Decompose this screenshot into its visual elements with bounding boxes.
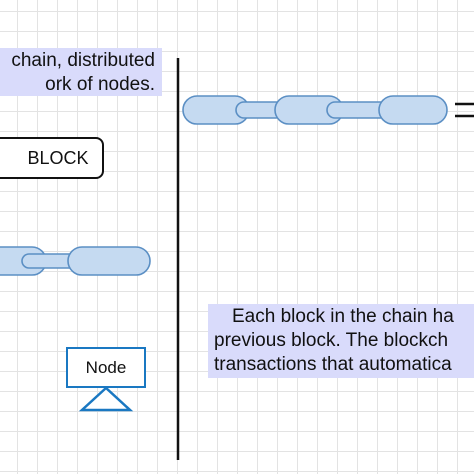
note-bottom-line-2: previous block. The blockch: [214, 330, 449, 351]
note-top-text-box[interactable]: chain, distributed ork of nodes.: [0, 48, 162, 96]
chain-link: [67, 246, 151, 276]
chain-left[interactable]: [0, 246, 151, 276]
chain-link: [378, 95, 448, 125]
note-top-line-2: ork of nodes.: [45, 74, 155, 95]
node-shape[interactable]: Node: [66, 347, 146, 388]
note-bottom-line-1: Each block in the chain ha: [232, 306, 454, 327]
chain-top[interactable]: [182, 95, 448, 125]
note-bottom-text-box[interactable]: Each block in the chain ha previous bloc…: [208, 304, 474, 378]
block-shape[interactable]: BLOCK: [0, 137, 104, 179]
note-top-line-1: chain, distributed: [11, 50, 155, 71]
block-label: BLOCK: [27, 147, 89, 168]
node-triangle-icon: [78, 386, 134, 412]
node-label: Node: [85, 357, 127, 377]
equals-icon: [455, 102, 474, 118]
note-bottom-line-3: transactions that automatica: [214, 354, 452, 375]
